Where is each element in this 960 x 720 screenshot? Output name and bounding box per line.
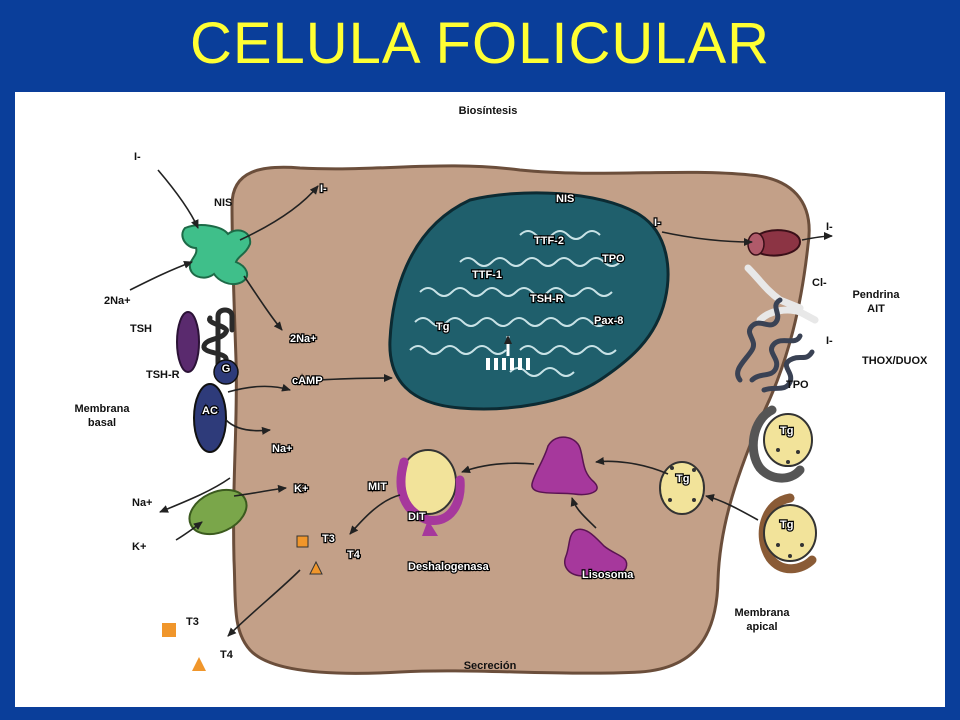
lysosome-bottom [564, 528, 628, 578]
tg-bottom-dots [776, 543, 804, 558]
pendrina-label: Pendrina [852, 289, 900, 301]
ait-label: AIT [867, 303, 885, 315]
arrow-na-out [159, 477, 231, 513]
adenylate-cyclase [193, 383, 227, 453]
na-k-pump [188, 488, 248, 536]
na-outside-label: Na+ [132, 497, 153, 509]
nis-transporter [181, 224, 252, 286]
tg-vesicle-label: Tg [676, 473, 689, 485]
arrow-na-in [129, 260, 193, 291]
thox-duox-label: THOX/DUOX [862, 355, 928, 367]
lisosoma-label: Lisosoma [582, 569, 634, 581]
iodide-cell-label: I- [320, 183, 327, 195]
tpo-membrane-label: TPO [786, 379, 809, 391]
arrow-2na-cell [243, 275, 283, 331]
tpo-pocket [748, 405, 805, 483]
tsh-hormone [176, 311, 200, 373]
follicular-cell-diagram: Biosíntesis Secreción I- NIS 2Na+ TSH TS… [74, 105, 928, 675]
tg-bottom-vesicle [763, 504, 817, 562]
t4-inside-triangle [309, 560, 323, 575]
ac-label: AC [202, 405, 218, 417]
t3-outside-label: T3 [186, 616, 199, 628]
membrana-basal-label-2: basal [88, 417, 116, 429]
tsh-r-nucleus-label: TSH-R [530, 293, 564, 305]
arrow-tg-vesicle [595, 457, 669, 475]
t3-inside-square [296, 535, 309, 548]
membrana-apical-label-1: Membrana [734, 607, 790, 619]
page-title: CELULA FOLICULAR [189, 11, 771, 76]
nis-left-label: NIS [214, 197, 232, 209]
arrow-camp-nucleus [319, 374, 393, 383]
tsh-label: TSH [130, 323, 152, 335]
tg-middle-vesicle [659, 461, 705, 515]
arrow-iodide-cell [239, 185, 319, 241]
arrow-dit [349, 494, 401, 535]
tg-top-dots [776, 448, 800, 464]
cl-label: Cl- [812, 277, 827, 289]
chromatin [409, 230, 621, 377]
deshalogenasa-label: Deshalogenasa [408, 561, 490, 573]
k-outside-label: K+ [132, 541, 146, 553]
g-protein [213, 359, 239, 385]
secrecion-label: Secreción [464, 660, 517, 672]
arrow-to-phagolysosome [461, 462, 535, 474]
arrow-tg-endocytosis [705, 494, 759, 521]
membrana-basal-label-1: Membrana [74, 403, 130, 415]
iodide-apical-out-label: I- [826, 221, 833, 233]
t3-outside-square [162, 623, 176, 637]
arrow-secretion [227, 569, 301, 637]
tsh-r-label: TSH-R [146, 369, 180, 381]
ttf1-label: TTF-1 [472, 269, 502, 281]
arrow-iodide-lumen [801, 232, 833, 241]
tsh-receptor [201, 307, 235, 373]
k-inside-label: K+ [294, 483, 308, 495]
diagram-panel: Biosíntesis Secreción I- NIS 2Na+ TSH TS… [15, 92, 945, 707]
iodide-apical-in-label: I- [654, 217, 661, 229]
t3-inside-label: T3 [322, 533, 335, 545]
two-na-inside-label: 2Na+ [290, 333, 317, 345]
tg-top-vesicle [763, 413, 813, 467]
tg-nucleus-label: Tg [436, 321, 449, 333]
t4-outside-triangle [192, 657, 206, 671]
thox-duox-enzyme [735, 297, 815, 393]
tg-bottom-label: Tg [780, 519, 793, 531]
two-na-outside-label: 2Na+ [104, 295, 131, 307]
apical-pocket [758, 493, 817, 574]
biosintesis-label: Biosíntesis [459, 105, 518, 117]
tg-middle-dots [668, 466, 696, 502]
dit-label: DIT [408, 511, 426, 523]
camp-label: cAMP [292, 375, 323, 387]
arrow-iodide-apical [661, 231, 753, 246]
ttf2-label: TTF-2 [534, 235, 564, 247]
transcription-bars [486, 358, 530, 370]
nucleus [388, 191, 670, 411]
g-label: G [222, 363, 231, 375]
lysosome-top [531, 436, 598, 496]
pendrina-channel [754, 229, 802, 257]
membrana-apical-label-2: apical [746, 621, 777, 633]
arrow-camp [227, 383, 291, 393]
arrow-ac-na [225, 419, 271, 435]
t4-outside-label: T4 [220, 649, 234, 661]
iodide-outside-label: I- [134, 151, 141, 163]
tpo-nucleus-label: TPO [602, 253, 625, 265]
pendrina-opening [747, 232, 765, 256]
arrow-iodide-in [157, 169, 199, 229]
arrow-k-in [175, 521, 203, 541]
na-inside-label: Na+ [272, 443, 293, 455]
mit-label: MIT [368, 481, 387, 493]
tg-top-label: Tg [780, 425, 793, 437]
pax8-label: Pax-8 [594, 315, 623, 327]
arrow-k-cell [233, 484, 287, 497]
iodide-thox-label: I- [826, 335, 833, 347]
t4-inside-label: T4 [347, 549, 361, 561]
arrow-lysosome-up [570, 497, 597, 529]
nis-nucleus-label: NIS [556, 193, 574, 205]
phagolysosome-stalk [422, 520, 438, 536]
pathway-arrows [129, 169, 833, 637]
